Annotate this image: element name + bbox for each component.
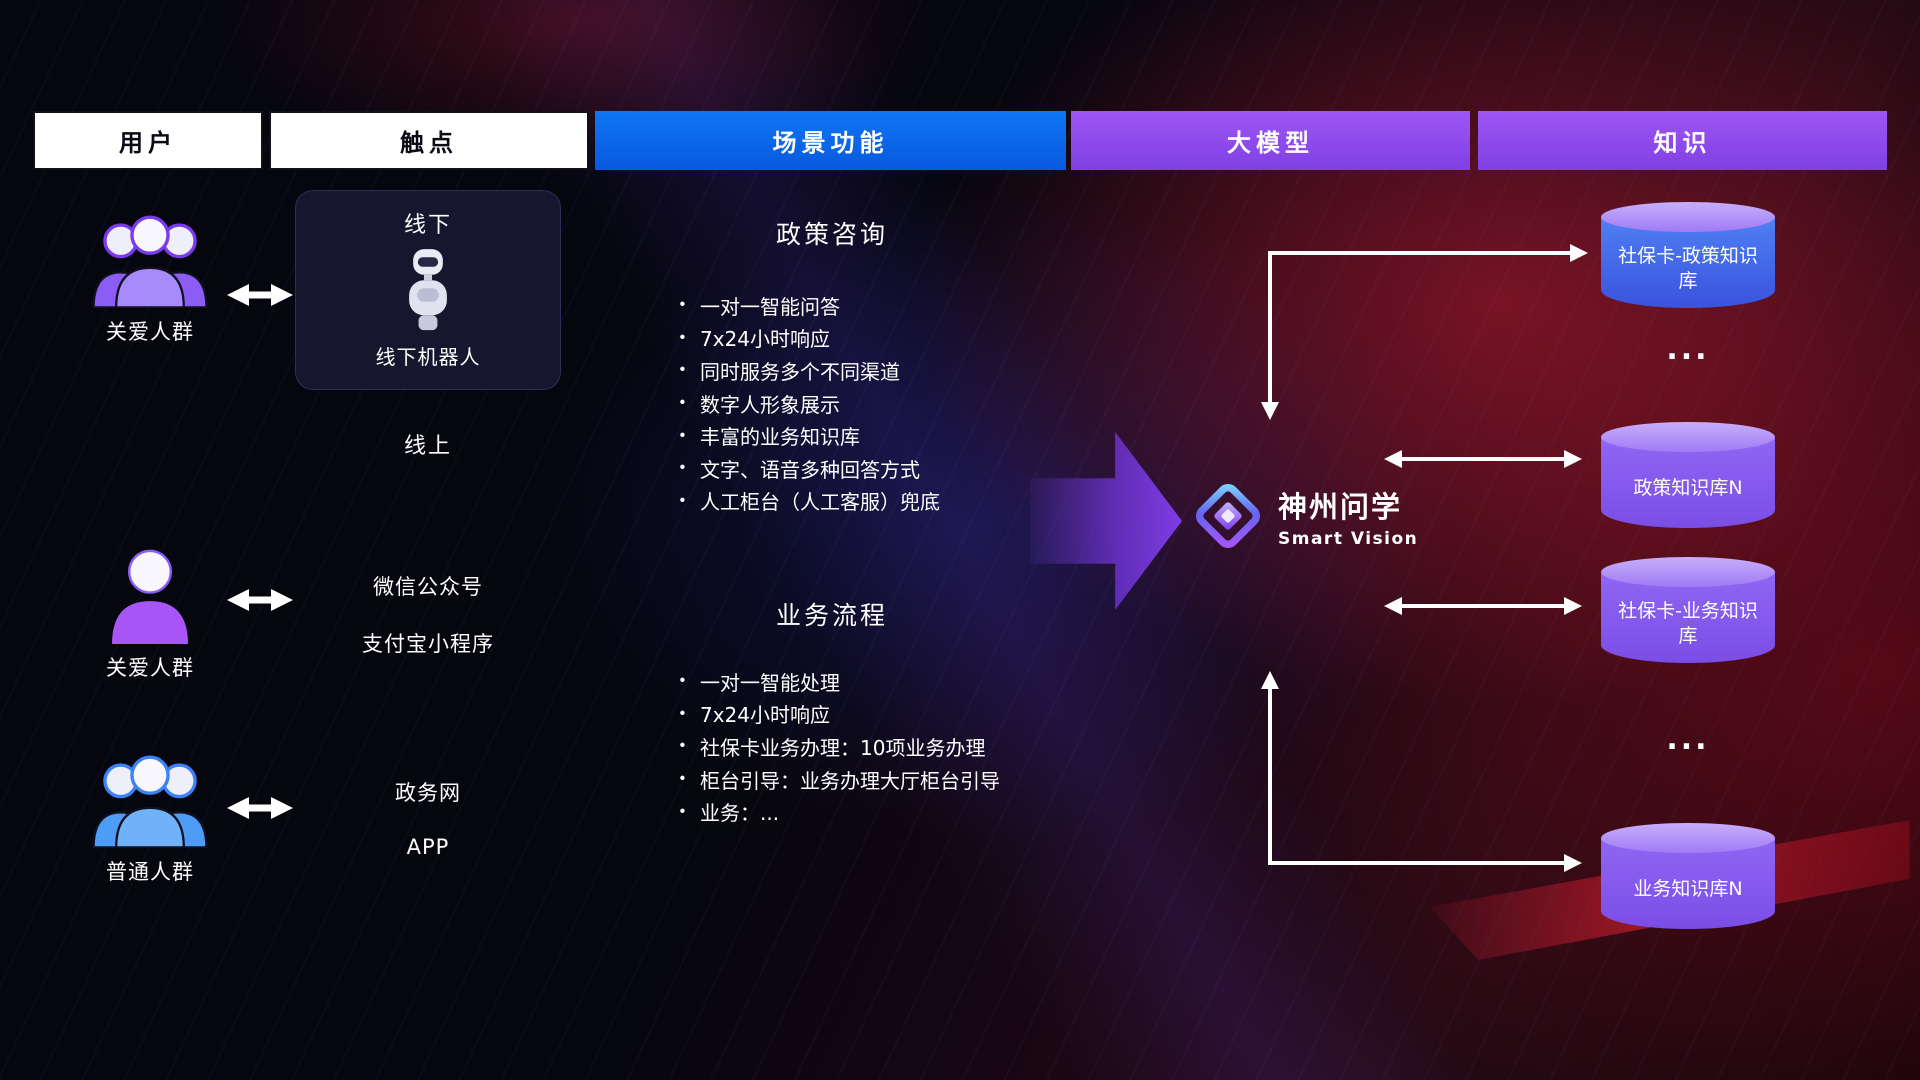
knowledge-db-business-n: 业务知识库N (1601, 823, 1775, 929)
list-item: 一对一智能问答 (676, 289, 940, 322)
user-group-label: 关爱人群 (106, 656, 194, 680)
offline-title: 线下 (403, 213, 452, 238)
flow-arrow (1030, 432, 1182, 610)
ellipsis: ... (1666, 722, 1710, 757)
double-arrow-model-db2 (1384, 450, 1582, 468)
list-item: 同时服务多个不同渠道 (676, 354, 940, 387)
header-knowledge: 知识 (1478, 111, 1887, 170)
offline-robot-label: 线下机器人 (375, 345, 481, 369)
list-item: 丰富的业务知识库 (676, 419, 940, 452)
group-people-icon (92, 215, 208, 308)
policy-section-title: 政策咨询 (775, 220, 888, 249)
model-subtitle: Smart Vision (1278, 529, 1419, 549)
channel-gov-web: 政务网 (395, 781, 461, 805)
header-model: 大模型 (1071, 111, 1470, 170)
list-item: 人工柜台（人工客服）兜底 (676, 485, 940, 518)
elbow-arrow-model-db4 (1261, 671, 1582, 872)
channel-wechat: 微信公众号 (373, 575, 483, 599)
db-label: 社保卡-业务知识库 (1618, 599, 1758, 647)
cylinder-top (1601, 823, 1775, 853)
double-arrow-user2-touchpoint (227, 589, 293, 611)
online-title: 线上 (403, 434, 452, 459)
list-item: 文字、语音多种回答方式 (676, 452, 940, 485)
list-item: 7x24小时响应 (676, 322, 940, 355)
user-group-care-2: 关爱人群 (98, 546, 202, 682)
cylinder-top (1601, 557, 1775, 587)
knowledge-db-policy-social-card: 社保卡-政策知识库 (1601, 202, 1775, 308)
policy-feature-list: 一对一智能问答 7x24小时响应 同时服务多个不同渠道 数字人形象展示 丰富的业… (676, 289, 940, 517)
cylinder-top (1601, 422, 1775, 452)
user-group-label: 关爱人群 (106, 320, 194, 344)
business-feature-list: 一对一智能处理 7x24小时响应 社保卡业务办理：10项业务办理 柜台引导：业务… (676, 665, 1000, 828)
ellipsis: ... (1666, 332, 1710, 367)
user-group-care-1: 关爱人群 (80, 212, 220, 346)
knowledge-db-business-social-card: 社保卡-业务知识库 (1601, 557, 1775, 663)
group-people-icon (92, 755, 208, 848)
header-touchpoints: 触点 (269, 111, 589, 170)
channel-app: APP (406, 835, 450, 859)
knowledge-db-policy-n: 政策知识库N (1601, 422, 1775, 528)
list-item: 一对一智能处理 (676, 665, 1000, 698)
model-brand: 神州问学 Smart Vision (1190, 478, 1418, 554)
brand-diamond-icon (1196, 484, 1260, 548)
offline-touchpoint-card: 线下 线下机器人 (295, 190, 561, 390)
business-section-title: 业务流程 (775, 601, 888, 630)
double-arrow-user3-touchpoint (227, 797, 293, 819)
list-item: 业务：... (676, 795, 1000, 828)
user-group-label: 普通人群 (106, 860, 194, 884)
user-group-general: 普通人群 (80, 752, 220, 886)
db-label: 业务知识库N (1633, 878, 1743, 901)
double-arrow-model-db3 (1384, 597, 1582, 615)
header-users: 用户 (33, 111, 263, 170)
channel-alipay: 支付宝小程序 (362, 632, 494, 656)
robot-icon (409, 249, 447, 331)
list-item: 社保卡业务办理：10项业务办理 (676, 730, 1000, 763)
list-item: 柜台引导：业务办理大厅柜台引导 (676, 763, 1000, 796)
elbow-arrow-model-db1 (1261, 244, 1588, 420)
single-person-icon (112, 549, 188, 644)
model-name: 神州问学 (1278, 490, 1403, 524)
double-arrow-user1-touchpoint (227, 284, 293, 306)
list-item: 7x24小时响应 (676, 698, 1000, 731)
header-scenarios: 场景功能 (595, 111, 1066, 170)
db-label: 社保卡-政策知识库 (1618, 244, 1758, 292)
cylinder-top (1601, 202, 1775, 232)
list-item: 数字人形象展示 (676, 387, 940, 420)
db-label: 政策知识库N (1633, 477, 1743, 500)
